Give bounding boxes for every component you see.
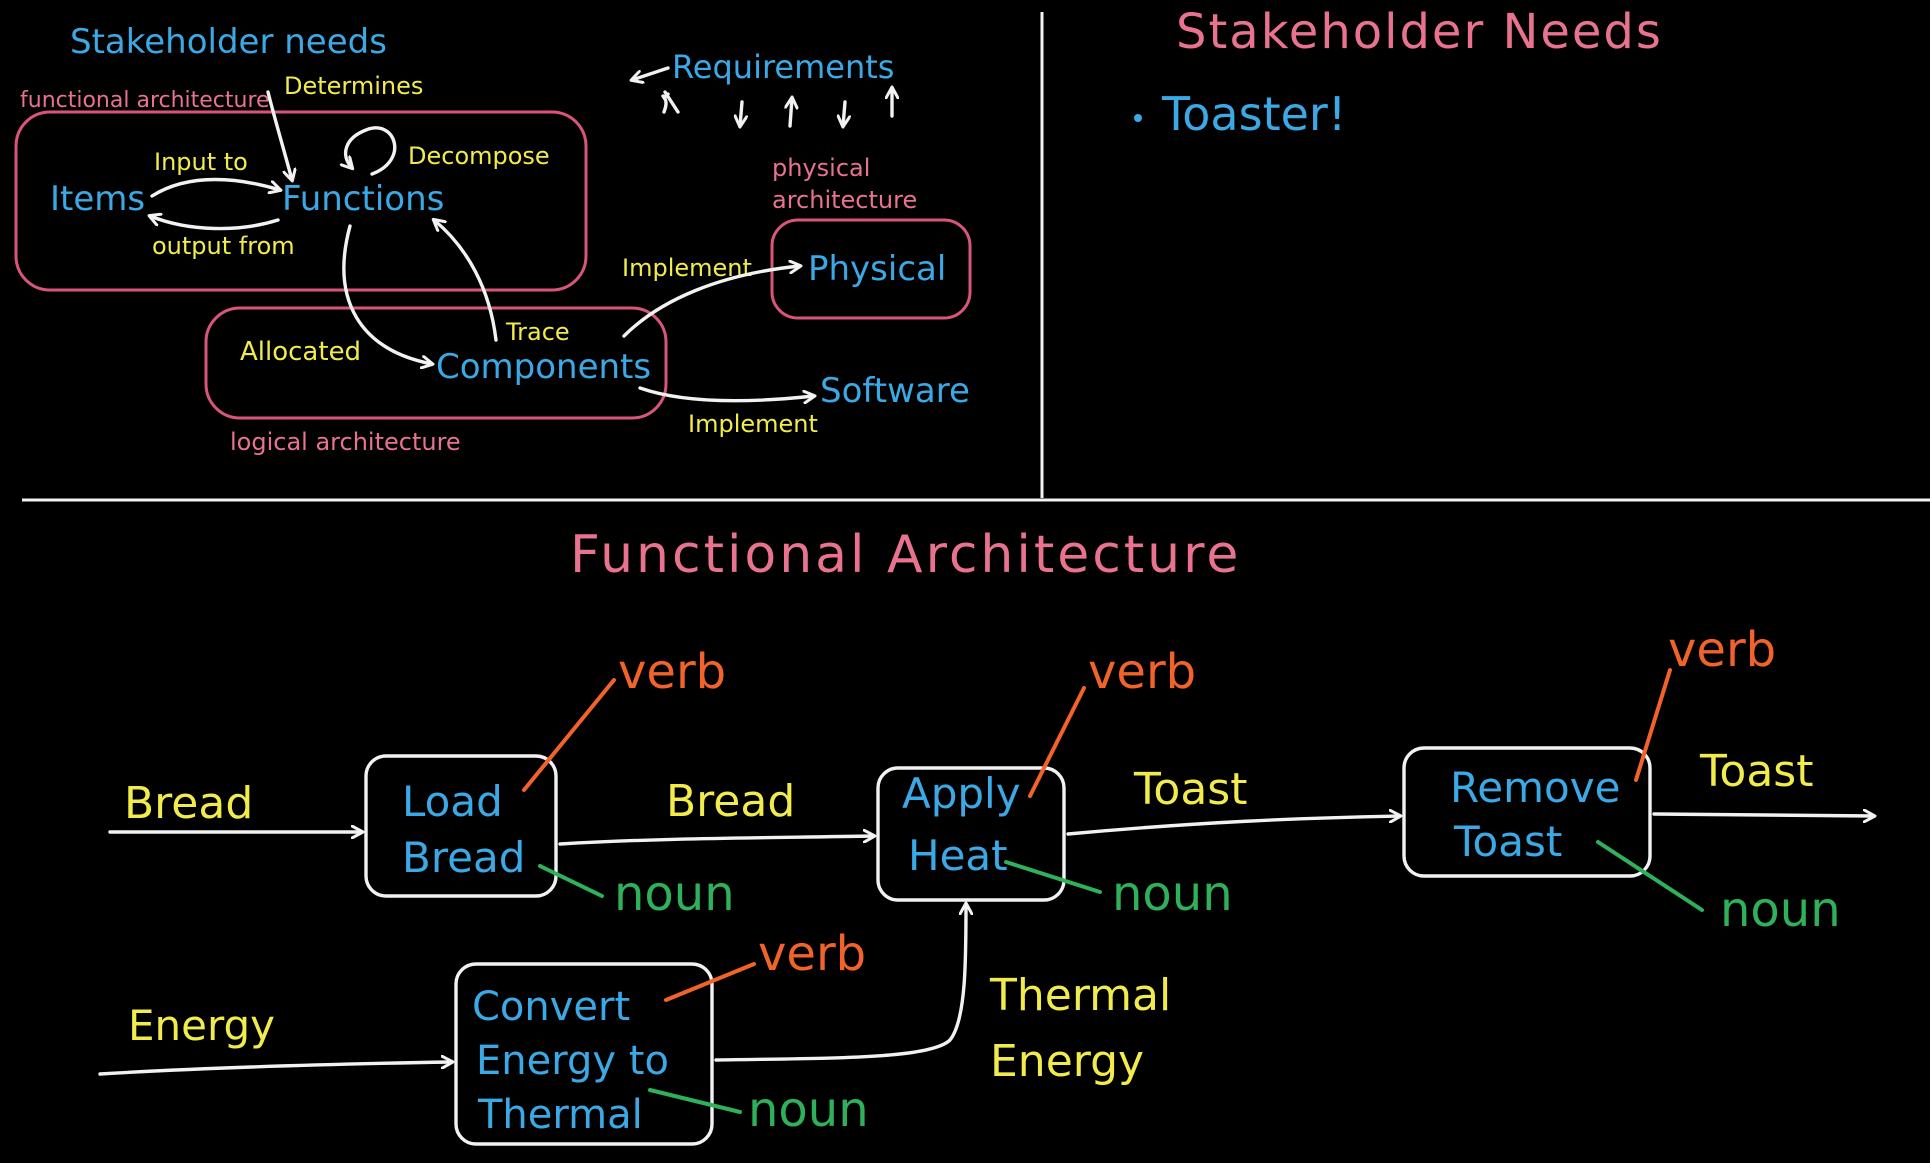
items-node: Items (50, 179, 145, 219)
convert-label-line2: Energy to (476, 1038, 669, 1084)
stakeholder-needs-title: Stakeholder Needs (1176, 4, 1663, 60)
load-bread-label-line2: Bread (402, 833, 525, 882)
bullet-dot (1134, 114, 1142, 122)
logical-architecture-label: logical architecture (230, 428, 461, 456)
input-to-label: Input to (154, 148, 248, 176)
functional-architecture-label: functional architecture (20, 88, 270, 113)
verb-label-remove: verb (1668, 622, 1776, 678)
overview-diagram: Stakeholder needs functional architectur… (14, 22, 972, 456)
components-node: Components (436, 347, 651, 387)
toaster-bullet: Toaster! (1161, 87, 1346, 141)
remove-toast-label-line1: Remove (1450, 763, 1620, 812)
apply-heat-label-line1: Apply (902, 769, 1021, 818)
physical-node: Physical (808, 249, 946, 289)
toast-mid-arrow (1066, 816, 1400, 836)
noun-pointer-load (538, 864, 604, 898)
verb-label-load: verb (618, 644, 726, 700)
load-bread-label-line1: Load (402, 777, 503, 826)
functional-architecture-box (14, 110, 588, 292)
remove-toast-box (1402, 746, 1652, 878)
noun-label-apply: noun (1112, 866, 1233, 922)
verb-label-apply: verb (1088, 644, 1196, 700)
implement-software-label: Implement (688, 410, 818, 438)
toast-output-arrow (1652, 814, 1874, 816)
functions-node: Functions (282, 179, 444, 219)
verb-pointer-convert (664, 962, 756, 1002)
apply-heat-label-line2: Heat (908, 831, 1008, 880)
physical-architecture-label-2: architecture (772, 186, 917, 214)
decompose-label: Decompose (408, 142, 550, 170)
stakeholder-needs-label: Stakeholder needs (70, 22, 387, 62)
noun-label-load: noun (614, 866, 735, 922)
noun-pointer-remove (1596, 840, 1704, 912)
logical-architecture-box (204, 306, 668, 420)
allocated-label: Allocated (240, 337, 361, 367)
output-from-label: output from (152, 232, 295, 260)
thermal-energy-arrow (714, 904, 966, 1062)
apply-heat-box (876, 766, 1066, 902)
bread-mid-arrow (558, 836, 874, 846)
verb-pointer-remove (1634, 668, 1672, 782)
trace-label: Trace (505, 318, 570, 346)
physical-architecture-label-1: physical (772, 154, 870, 182)
stakeholder-needs-panel: Stakeholder Needs Toaster! (1134, 4, 1663, 141)
energy-input-label: Energy (128, 1001, 275, 1050)
software-node: Software (820, 371, 970, 411)
requirements-label: Requirements (672, 48, 894, 86)
convert-energy-box (454, 962, 714, 1146)
toast-output-label: Toast (1699, 746, 1813, 797)
convert-label-line3: Thermal (477, 1092, 643, 1138)
toast-mid-label: Toast (1133, 764, 1247, 815)
functional-architecture-diagram: Functional Architecture Load Bread Apply… (98, 525, 1874, 1146)
determines-label: Determines (284, 72, 423, 100)
noun-label-convert: noun (748, 1082, 869, 1138)
load-bread-box (364, 754, 558, 898)
remove-toast-label-line2: Toast (1453, 817, 1562, 866)
bread-mid-label: Bread (666, 776, 795, 827)
bread-input-label: Bread (124, 778, 253, 829)
thermal-energy-label-line1: Thermal (989, 970, 1171, 1021)
functional-architecture-title: Functional Architecture (570, 525, 1241, 585)
noun-pointer-apply (1004, 860, 1102, 894)
energy-input-arrow (98, 1062, 452, 1076)
verb-pointer-apply (1028, 686, 1086, 798)
verb-pointer-load (522, 678, 616, 792)
convert-label-line1: Convert (472, 984, 630, 1030)
verb-label-convert: verb (758, 926, 866, 982)
thermal-energy-label-line2: Energy (990, 1036, 1144, 1087)
noun-pointer-convert (648, 1088, 742, 1114)
noun-label-remove: noun (1720, 882, 1841, 938)
